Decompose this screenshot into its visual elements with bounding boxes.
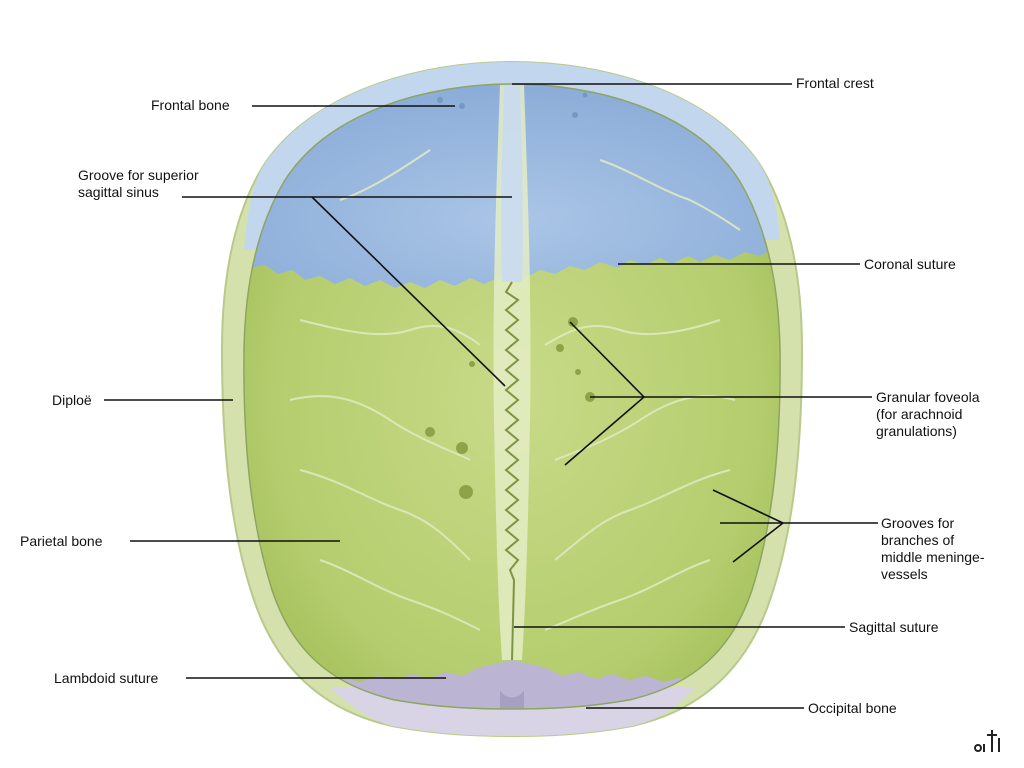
- leader-meningeal-down: [732, 522, 784, 563]
- label-groove-superior-sagittal-sinus: Groove for superior sagittal sinus: [78, 167, 199, 200]
- label-diploe: Diploë: [52, 392, 92, 408]
- leader-foveola-up: [569, 321, 645, 398]
- label-grooves-meningeal: Grooves for branches of middle meninge- …: [881, 515, 985, 582]
- sagittal-suture-line: [504, 281, 520, 661]
- label-occipital-bone: Occipital bone: [808, 700, 897, 716]
- corner-mark-icon: [974, 730, 1000, 752]
- label-parietal-bone: Parietal bone: [20, 533, 103, 549]
- leader-foveola-down: [564, 396, 645, 466]
- occipital-notch: [500, 690, 524, 709]
- granular-foveolae: [425, 92, 595, 499]
- label-granular-foveola: Granular foveola (for arachnoid granulat…: [876, 389, 980, 439]
- label-frontal-crest: Frontal crest: [796, 75, 874, 91]
- label-sagittal-suture: Sagittal suture: [849, 619, 939, 635]
- label-frontal-bone: Frontal bone: [151, 97, 230, 113]
- leader-meningeal-up: [712, 489, 784, 524]
- frontal-groove-highlight: [501, 84, 523, 282]
- meningeal-grooves: [289, 149, 741, 631]
- label-lambdoid-suture: Lambdoid suture: [54, 670, 159, 686]
- label-coronal-suture: Coronal suture: [864, 256, 956, 272]
- inner-table-outline: [243, 83, 781, 710]
- leader-lines: [104, 83, 878, 709]
- leader-groove-sagittal-2: [311, 196, 506, 387]
